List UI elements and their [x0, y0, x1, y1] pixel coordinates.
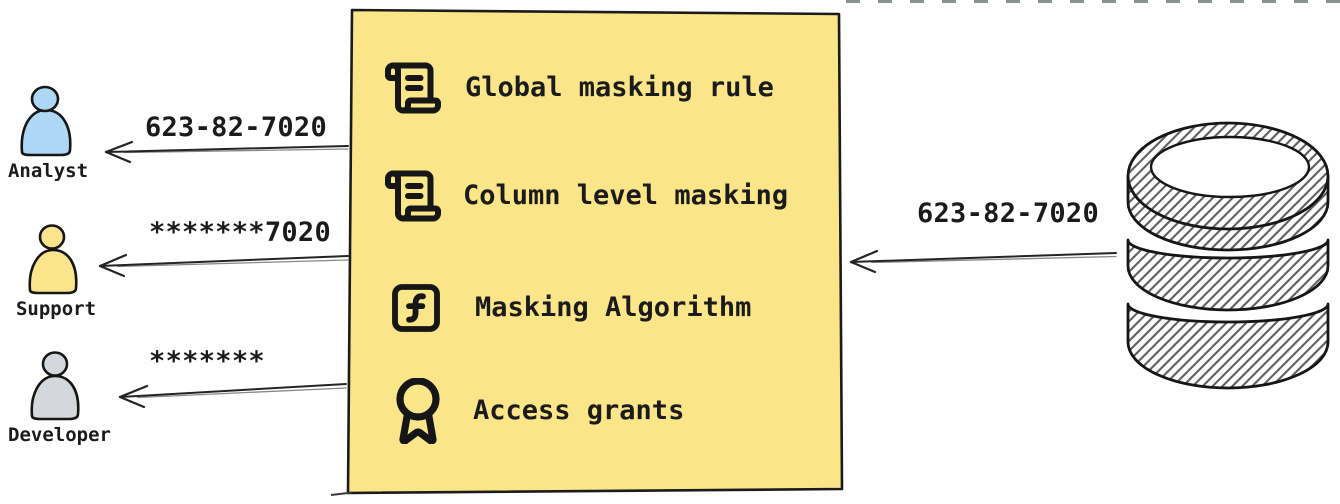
analyst-body	[20, 108, 72, 157]
arrow-box-to-developer	[118, 383, 347, 409]
analyst-label: Analyst	[7, 160, 89, 182]
masking-box	[330, 8, 844, 496]
function-square-icon	[392, 284, 440, 332]
masking-box-item-label: Masking Algorithm	[475, 292, 752, 323]
masking-box-item-label: Access grants	[473, 395, 685, 426]
database-icon	[1126, 121, 1330, 390]
developer-head	[41, 351, 69, 377]
analyst-person-icon	[20, 85, 72, 157]
developer-person-icon	[30, 351, 80, 421]
scroll-text-icon	[385, 170, 441, 222]
scroll-text-icon	[385, 62, 441, 114]
developer-flow-value: *******	[149, 346, 265, 377]
support-flow-value: *******7020	[148, 217, 332, 248]
masking-box-item-label: Global masking rule	[465, 72, 774, 103]
masking-box-shape	[346, 8, 844, 495]
support-head	[38, 224, 66, 250]
analyst-flow-value: 623-82-7020	[144, 112, 328, 143]
arrow-database-to-box	[849, 249, 1117, 274]
arrow-box-to-support	[98, 253, 349, 278]
database-band-middle	[1126, 238, 1330, 312]
database-flow-value: 623-82-7020	[916, 198, 1100, 229]
developer-body	[30, 374, 80, 421]
developer-label: Developer	[8, 424, 111, 446]
award-icon	[396, 378, 440, 444]
support-label: Support	[15, 298, 97, 320]
support-person-icon	[28, 224, 78, 295]
analyst-head	[30, 85, 60, 113]
database-band-bottom	[1126, 302, 1330, 390]
arrow-box-to-analyst	[104, 140, 349, 164]
masking-box-item-label: Column level masking	[463, 180, 789, 211]
support-body	[28, 248, 78, 295]
masking-box-sketch-overshoot	[330, 491, 353, 496]
database-top-opening	[1149, 135, 1311, 199]
